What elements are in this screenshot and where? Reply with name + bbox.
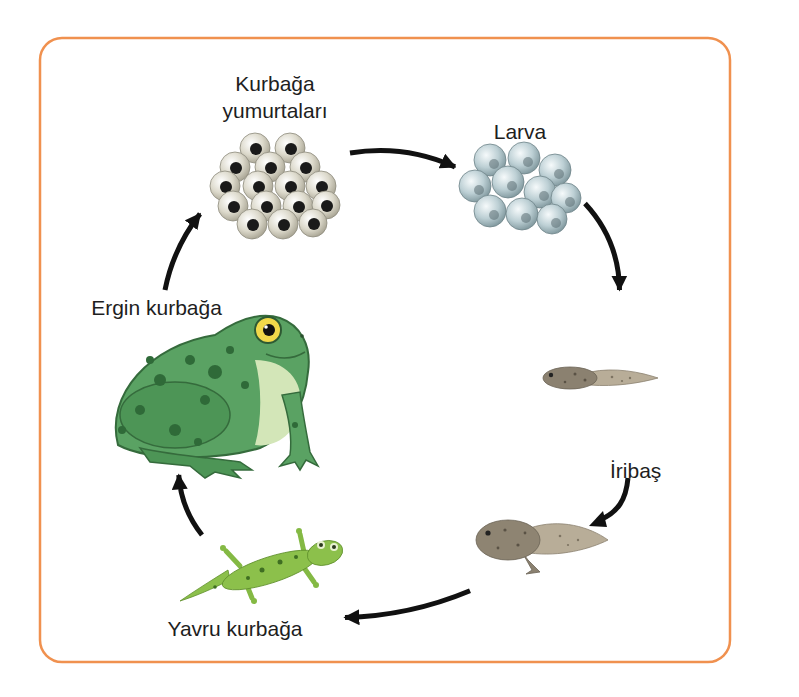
tadpole-small <box>543 367 658 389</box>
stage-label: Kurbağa yumurtaları <box>200 70 350 124</box>
cycle-arrow <box>350 150 455 166</box>
young-frog <box>180 528 345 604</box>
stage-label: İribaş <box>610 457 695 484</box>
cycle-arrow <box>585 204 620 291</box>
stage-node: Kurbağa yumurtaları <box>200 66 350 240</box>
stage-node: Larva <box>455 112 585 234</box>
cycle-arrow <box>345 591 470 618</box>
stage-arrow-head <box>589 511 607 527</box>
cycle-arrow <box>179 475 202 535</box>
frame-border <box>40 38 730 662</box>
stage-node: İribaş <box>470 290 700 600</box>
stage-label: Larva <box>455 118 585 145</box>
adult-frog <box>116 316 318 478</box>
larva-cluster <box>459 142 581 234</box>
tadpole-large <box>476 520 608 574</box>
stage-label: Ergin kurbağa <box>59 294 254 321</box>
stage-node: Yavru kurbağa <box>125 535 345 645</box>
cycle-arrow <box>165 214 200 290</box>
stage-node: Ergin kurbağa <box>55 290 330 475</box>
egg-cluster <box>210 133 340 239</box>
stage-label: Yavru kurbağa <box>125 615 345 642</box>
stage-arrow <box>600 478 628 520</box>
